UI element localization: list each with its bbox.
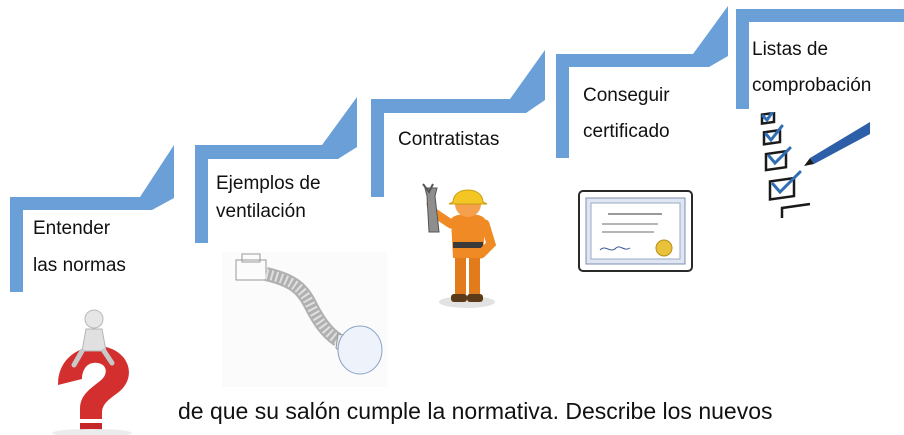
step-5-bracket [736,9,904,109]
worker-wrench-icon [422,183,497,308]
step-1-bracket [10,145,174,292]
question-mark-person-icon [52,309,132,435]
step-5-label: Listas de comprobación [752,32,871,104]
step-3-line-1: Contratistas [398,129,500,150]
step-1-line-1: Entender [33,218,111,239]
step-2-line-1: Ejemplos de [216,173,321,194]
step-5-line-1: Listas de [752,39,829,60]
step-4-line-1: Conseguir [583,85,670,106]
step-2-bracket [195,97,357,243]
checklist-pen-icon [760,112,870,218]
step-5-line-2: comprobación [752,75,872,96]
step-2-label: Ejemplos de ventilación [216,170,321,226]
certificate-icon [578,190,693,272]
step-3-bracket [371,50,545,197]
step-1-label: Entender las normas [33,212,126,282]
step-2-line-2: ventilación [216,201,306,222]
caption-text: de que su salón cumple la normativa. Des… [178,398,773,424]
ventilation-duct-icon [222,252,387,387]
step-4-label: Conseguir certificado [583,78,670,150]
step-4-bracket [556,6,728,158]
step-1-line-2: las normas [33,255,126,276]
step-3-label: Contratistas [398,123,499,156]
step-4-line-2: certificado [583,121,670,142]
